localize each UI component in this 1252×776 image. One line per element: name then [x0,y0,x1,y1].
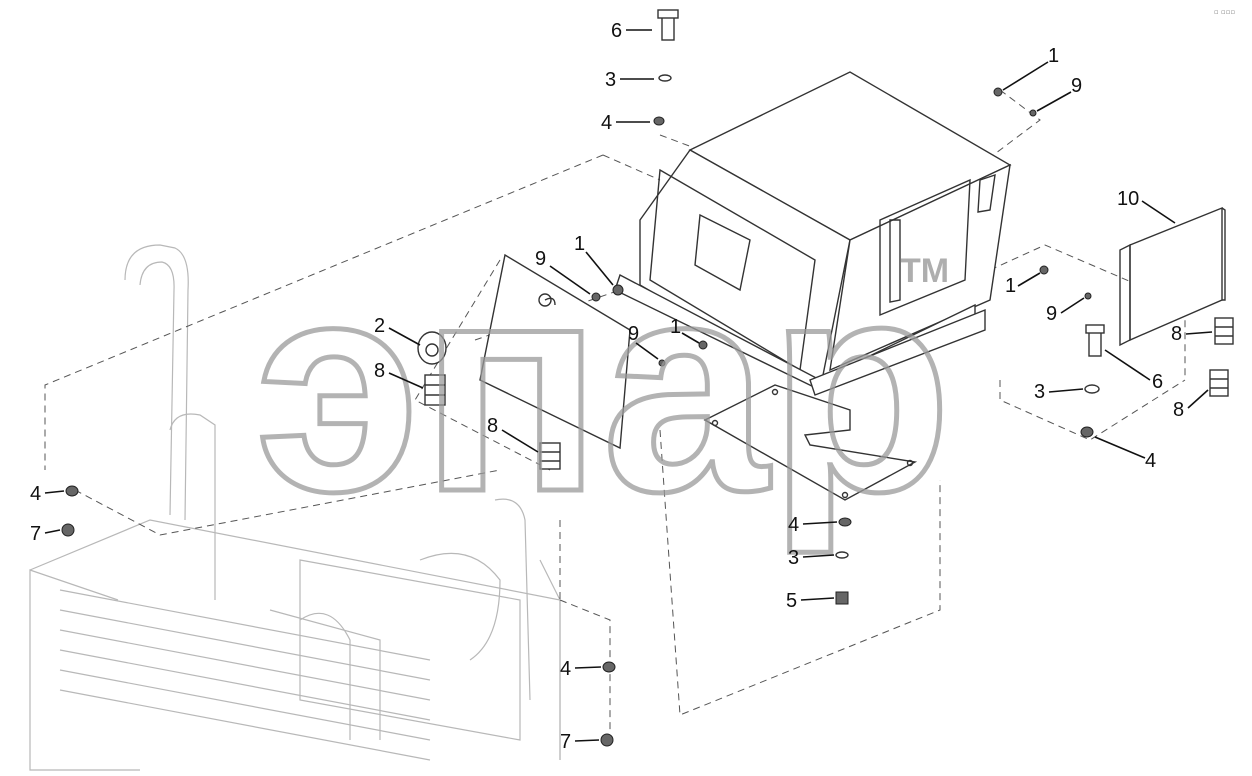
callout-7-left: 7 [30,523,41,545]
watermark-text: эпар [255,218,952,556]
callout-1-panel: 1 [574,233,585,255]
callouts: 6 3 4 1 9 10 1 9 2 8 9 1 8 [30,20,1213,753]
callout-9-top-right: 9 [1071,75,1082,97]
callout-8-right-b: 8 [1173,399,1184,421]
callout-3-top: 3 [605,69,616,91]
callout-8-panel: 8 [487,415,498,437]
front-panel [479,253,631,450]
callout-1-top-right: 1 [1048,45,1059,67]
callout-8-right-a: 8 [1171,323,1182,345]
hinge-parts [424,317,1234,470]
callout-3-bottom-center: 3 [788,547,799,569]
callout-6-right: 6 [1152,371,1163,393]
assembly-outlines [44,89,1186,730]
watermark: эпар TM [253,216,955,559]
callout-4-right: 4 [1145,450,1156,472]
housing-box [614,71,1012,396]
lock-part [417,331,447,365]
machine-frame [29,244,561,771]
corner-mark: ▫ ▫▫▫ [1214,8,1235,16]
callout-4-top: 4 [601,112,612,134]
callout-9-mid: 9 [628,323,639,345]
callout-4-bottom-center: 4 [788,514,799,536]
callout-1-mid: 1 [670,316,681,338]
callout-10: 10 [1117,188,1139,210]
callout-5: 5 [786,590,797,612]
callout-4-lower: 4 [560,658,571,680]
callout-9-right: 9 [1046,303,1057,325]
hardware [61,9,1105,747]
callout-8-left: 8 [374,360,385,382]
callout-1-right: 1 [1005,275,1016,297]
callout-2: 2 [374,315,385,337]
callout-9-panel: 9 [535,248,546,270]
callout-7-lower: 7 [560,731,571,753]
side-cover [1119,206,1226,347]
base-plate [703,384,918,501]
callout-4-left: 4 [30,483,41,505]
callout-3-right: 3 [1034,381,1045,403]
watermark-trademark: TM [900,252,949,290]
callout-6-top: 6 [611,20,622,42]
